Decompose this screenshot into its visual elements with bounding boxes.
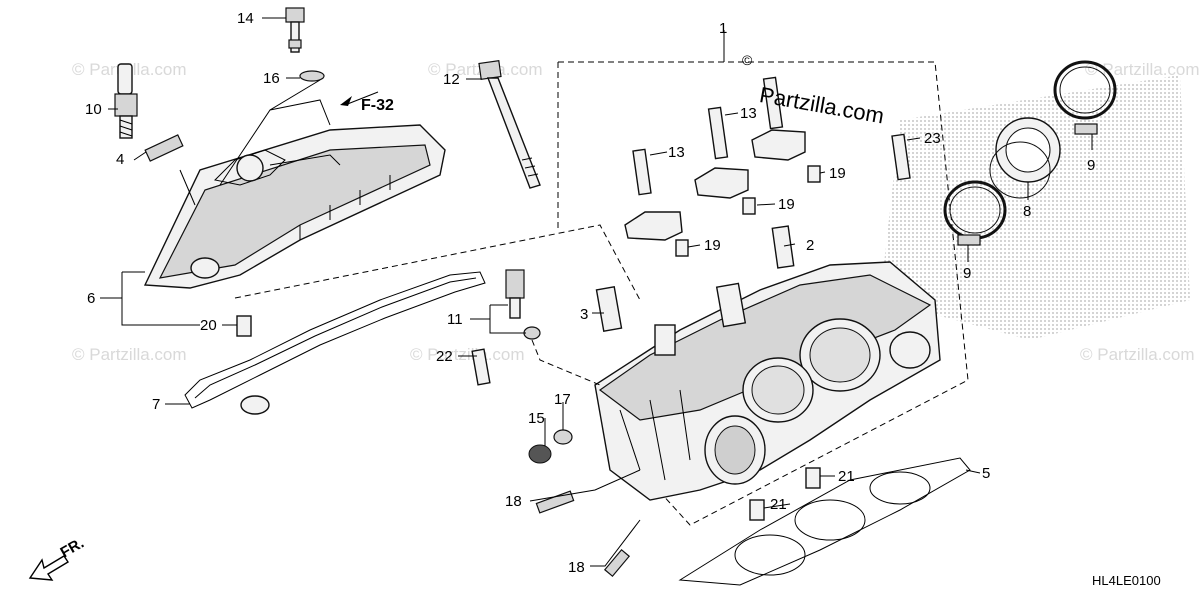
callout-14: 14: [237, 10, 254, 27]
watermark: © Partzilla.com: [72, 345, 187, 364]
callout-23: 23: [924, 130, 941, 147]
bolt-13a: [632, 148, 652, 196]
sensor-washer: [523, 326, 541, 340]
bolt-12: [478, 60, 541, 189]
callout-18-upper: 18: [505, 493, 522, 510]
callout-13-b: 13: [740, 105, 757, 122]
callout-5: 5: [982, 465, 990, 482]
callout-17: 17: [554, 391, 571, 408]
callout-6: 6: [87, 290, 95, 307]
callout-19-b: 19: [778, 196, 795, 213]
stipple-area: [880, 75, 1190, 340]
callout-16: 16: [263, 70, 280, 87]
diagram-code: HL4LE0100: [1092, 573, 1161, 588]
watermark: © Partzilla.com: [410, 345, 525, 364]
watermark: © Partzilla.com: [1085, 60, 1200, 79]
dowel-21a: [805, 467, 821, 489]
callout-13-a: 13: [668, 144, 685, 161]
callout-10: 10: [85, 101, 102, 118]
cylinder-head-cover: [143, 124, 446, 289]
bolt-23: [891, 133, 911, 181]
callout-12: 12: [443, 71, 460, 88]
bolt-22: [471, 348, 491, 386]
callout-3: 3: [580, 306, 588, 323]
copyright-symbol: ©: [742, 52, 753, 68]
front-arrow: [28, 555, 69, 581]
callout-8: 8: [1023, 203, 1031, 220]
watermark: © Partzilla.com: [1080, 345, 1195, 364]
callout-21-b: 21: [770, 496, 787, 513]
washer-17: [553, 429, 573, 445]
camshaft-holder: [624, 129, 806, 241]
callout-19-a: 19: [829, 165, 846, 182]
callout-19-c: 19: [704, 237, 721, 254]
clamp-9-lower: [943, 180, 1007, 246]
callout-9-lower: 9: [963, 265, 971, 282]
pin-19a: [675, 239, 689, 257]
pipe-2: [771, 225, 795, 269]
pin-19c: [807, 165, 821, 183]
stud-18-lower: [603, 548, 631, 578]
callout-20: 20: [200, 317, 217, 334]
callout-15: 15: [528, 410, 545, 427]
callout-18-lower: 18: [568, 559, 585, 576]
pin-19b: [742, 197, 756, 215]
assembly-boundary: [558, 61, 969, 526]
bolt-13b: [707, 106, 729, 160]
dowel-21b: [749, 499, 765, 521]
reference-arrow: [340, 96, 352, 106]
bolt-13c: [762, 76, 784, 130]
reference-label: F-32: [361, 97, 394, 114]
head-gasket: [678, 457, 971, 586]
insulator-8: [989, 117, 1061, 199]
callout-4: 4: [116, 151, 124, 168]
clamp-9-upper: [1053, 60, 1117, 135]
plug-gasket: [144, 134, 184, 162]
bolt-14: [285, 7, 305, 53]
callout-1: 1: [719, 20, 727, 37]
callout-2: 2: [806, 237, 814, 254]
callout-7: 7: [152, 396, 160, 413]
callout-9-upper: 9: [1087, 157, 1095, 174]
callout-22: 22: [436, 348, 453, 365]
dowel-pin-20: [236, 315, 252, 337]
callout-21-a: 21: [838, 468, 855, 485]
bolt-15: [528, 444, 552, 464]
cylinder-head: [594, 261, 941, 501]
pipe-3: [595, 285, 623, 333]
spark-plug: [114, 63, 138, 139]
o-ring-16: [299, 70, 325, 82]
leader-lines: [100, 17, 1093, 567]
callout-11: 11: [447, 311, 463, 328]
sensor-11: [505, 269, 525, 319]
head-cover-gasket: [184, 271, 486, 415]
